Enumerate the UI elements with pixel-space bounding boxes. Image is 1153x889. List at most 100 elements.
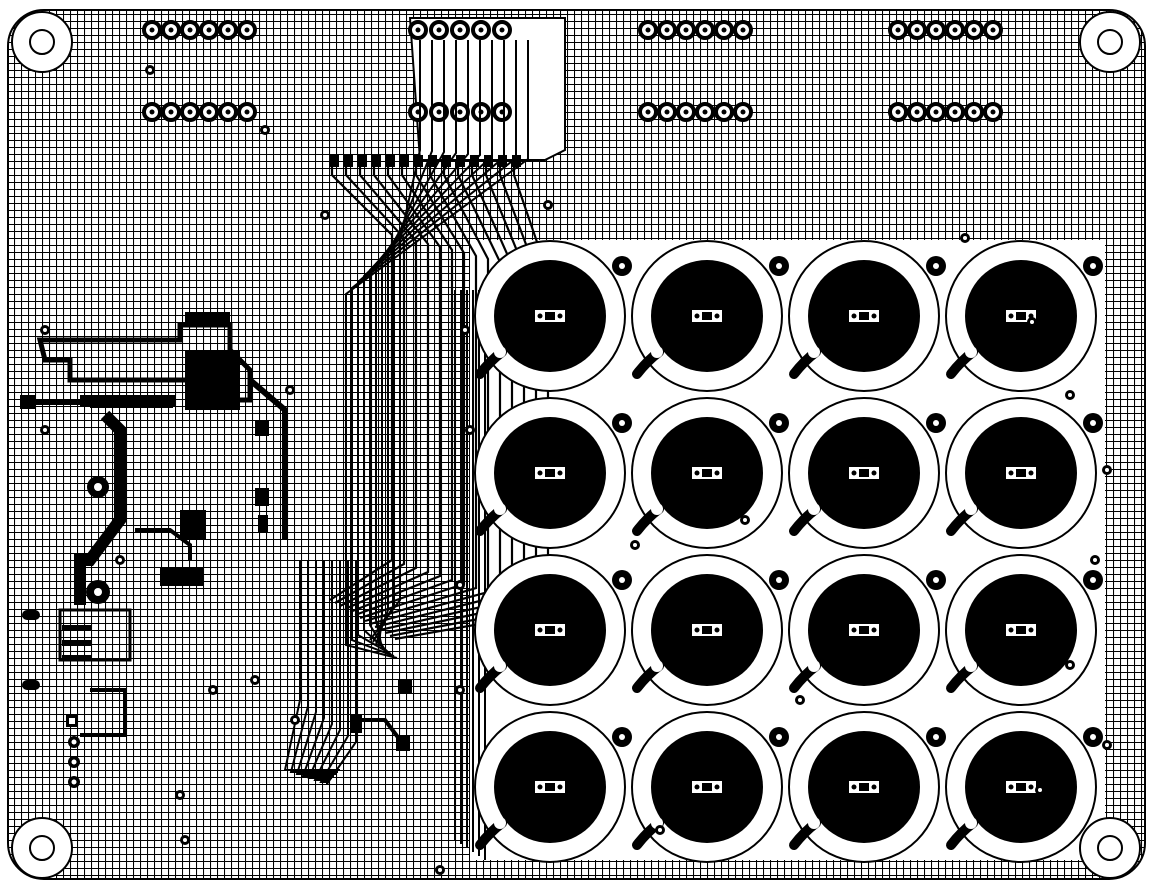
via <box>115 555 125 565</box>
via <box>1027 317 1037 327</box>
header-pin <box>450 102 470 122</box>
button-pad <box>631 554 789 706</box>
keypad-clearance <box>470 240 1105 860</box>
signal-trace <box>289 560 338 773</box>
smd-pad <box>372 155 381 167</box>
smd-pad <box>358 155 367 167</box>
via <box>455 580 465 590</box>
header-pin <box>161 20 181 40</box>
mounting-hole <box>11 817 73 879</box>
via <box>435 865 445 875</box>
signal-trace <box>307 560 333 779</box>
smd-pad <box>470 155 479 167</box>
via <box>260 125 270 135</box>
via <box>1102 465 1112 475</box>
header-pin <box>492 102 512 122</box>
header-pin <box>695 20 715 40</box>
via <box>175 790 185 800</box>
button-pad <box>474 240 632 392</box>
header-pin <box>218 102 238 122</box>
via <box>1090 555 1100 565</box>
header-pin <box>471 20 491 40</box>
header-pin <box>237 20 257 40</box>
smd-pad <box>498 155 507 167</box>
header-pin <box>638 20 658 40</box>
button-pad <box>788 240 946 392</box>
signal-traces <box>283 40 550 860</box>
header-pin <box>676 20 696 40</box>
header-pin <box>907 20 927 40</box>
header-pin <box>714 102 734 122</box>
button-pad <box>788 554 946 706</box>
header-pin <box>695 102 715 122</box>
via <box>180 835 190 845</box>
header-pin <box>676 102 696 122</box>
bus-trace <box>354 160 454 617</box>
header-pin <box>733 20 753 40</box>
via <box>290 715 300 725</box>
smd-pad <box>386 155 395 167</box>
header-pin <box>983 102 1003 122</box>
via <box>795 695 805 705</box>
button-pad <box>945 711 1103 863</box>
button-pad <box>474 397 632 549</box>
via <box>655 825 665 835</box>
header-pin <box>180 20 200 40</box>
power-section <box>20 312 412 788</box>
smd-pad <box>400 155 409 167</box>
via <box>40 325 50 335</box>
header-pin <box>142 20 162 40</box>
bus-trace <box>345 40 529 659</box>
button-pad <box>474 711 632 863</box>
smd-pad <box>344 155 353 167</box>
mounting-hole <box>1079 11 1141 73</box>
header-pin <box>492 20 512 40</box>
button-pad <box>788 397 946 549</box>
header-pin <box>907 102 927 122</box>
header-pin <box>733 102 753 122</box>
header-pin <box>429 20 449 40</box>
smd-pad <box>442 155 451 167</box>
mounting-hole <box>11 11 73 73</box>
header-pin <box>408 102 428 122</box>
signal-trace <box>301 560 334 777</box>
via <box>40 425 50 435</box>
button-pad <box>631 711 789 863</box>
via <box>960 233 970 243</box>
via <box>460 325 470 335</box>
header-pin <box>218 20 238 40</box>
header-pin <box>142 102 162 122</box>
smd-pad <box>484 155 493 167</box>
via <box>630 540 640 550</box>
header-pin <box>888 102 908 122</box>
header-pin <box>945 102 965 122</box>
via <box>465 425 475 435</box>
smd-pad <box>428 155 437 167</box>
header-pin <box>237 102 257 122</box>
button-pad <box>788 711 946 863</box>
header-pin <box>450 20 470 40</box>
smd-pad <box>512 155 521 167</box>
vias <box>40 65 1112 875</box>
header-pin <box>638 102 658 122</box>
header-pin <box>180 102 200 122</box>
header-pin <box>161 102 181 122</box>
signal-trace <box>295 560 336 775</box>
button-pad-grid <box>474 240 1103 863</box>
button-pad <box>631 240 789 392</box>
button-pad <box>631 397 789 549</box>
header-pin <box>983 20 1003 40</box>
smd-pad <box>414 155 423 167</box>
header-pin <box>199 102 219 122</box>
via <box>1065 660 1075 670</box>
connector-clearance <box>408 17 566 161</box>
via <box>1065 390 1075 400</box>
bus-trace <box>364 160 478 623</box>
header-pin <box>964 102 984 122</box>
header-pin <box>945 20 965 40</box>
header-pin <box>408 20 428 40</box>
via <box>145 65 155 75</box>
signal-trace <box>319 560 349 783</box>
via <box>543 200 553 210</box>
